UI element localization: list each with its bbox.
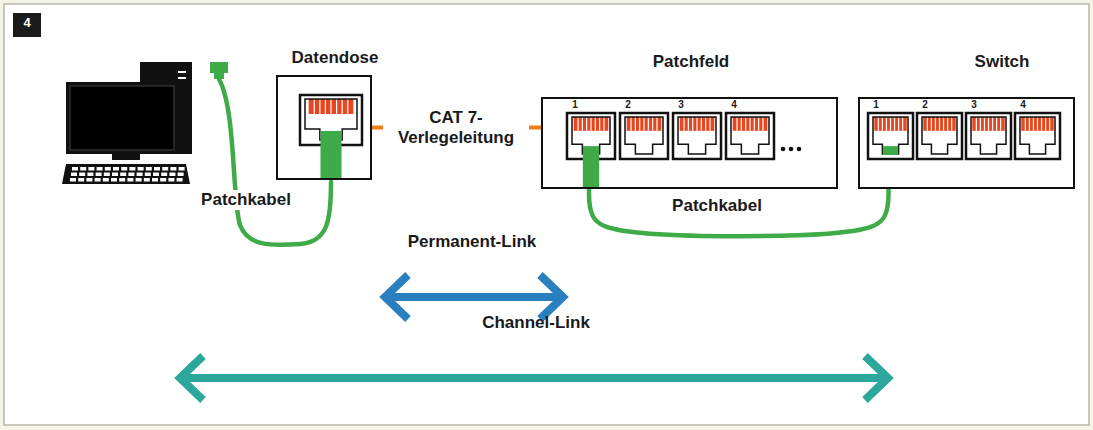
patch-panel: Patchfeld bbox=[541, 97, 838, 189]
port-number: 1 bbox=[572, 99, 578, 111]
rj45-plug bbox=[583, 146, 599, 187]
port-number: 3 bbox=[971, 99, 977, 111]
patch-cable bbox=[589, 189, 889, 236]
rj45-port bbox=[868, 113, 913, 159]
permanent-link-arrow bbox=[385, 275, 563, 319]
wall-outlet: Datendose bbox=[276, 75, 372, 180]
cable-label: Patchkabel bbox=[198, 190, 294, 210]
network-switch: Switch bbox=[858, 97, 1075, 189]
rj45-port bbox=[917, 113, 962, 159]
rj45-port bbox=[1015, 113, 1060, 159]
computer-icon bbox=[62, 62, 192, 184]
port-number: 2 bbox=[922, 99, 928, 111]
port-number: 1 bbox=[873, 99, 879, 111]
rj45-port bbox=[620, 113, 668, 159]
rj45-plug bbox=[320, 131, 341, 178]
port-number: 3 bbox=[678, 99, 684, 111]
rj45-port bbox=[673, 113, 721, 159]
node-heading: Datendose bbox=[292, 48, 379, 68]
figure-number-box bbox=[13, 13, 41, 37]
node-heading: Switch bbox=[975, 52, 1030, 72]
edge-label: CAT 7- Verlegeleitung bbox=[383, 108, 529, 149]
edge-label: Patchkabel bbox=[639, 196, 795, 216]
rj45-port bbox=[726, 113, 774, 159]
port-number: 4 bbox=[1020, 99, 1026, 111]
rj45-port bbox=[966, 113, 1011, 159]
channel-link-arrow bbox=[180, 356, 888, 400]
port-illustration bbox=[278, 77, 370, 178]
rj45-plug bbox=[883, 146, 898, 155]
port-number: 4 bbox=[731, 99, 737, 111]
link-label: Permanent-Link bbox=[408, 232, 536, 252]
figure-number: 4 bbox=[23, 15, 30, 31]
port-illustration bbox=[860, 99, 1073, 187]
port-number: 2 bbox=[625, 99, 631, 111]
port-illustration bbox=[543, 99, 836, 187]
node-heading: Patchfeld bbox=[653, 52, 730, 72]
frame bbox=[4, 4, 1089, 425]
link-label: Channel-Link bbox=[482, 313, 590, 333]
